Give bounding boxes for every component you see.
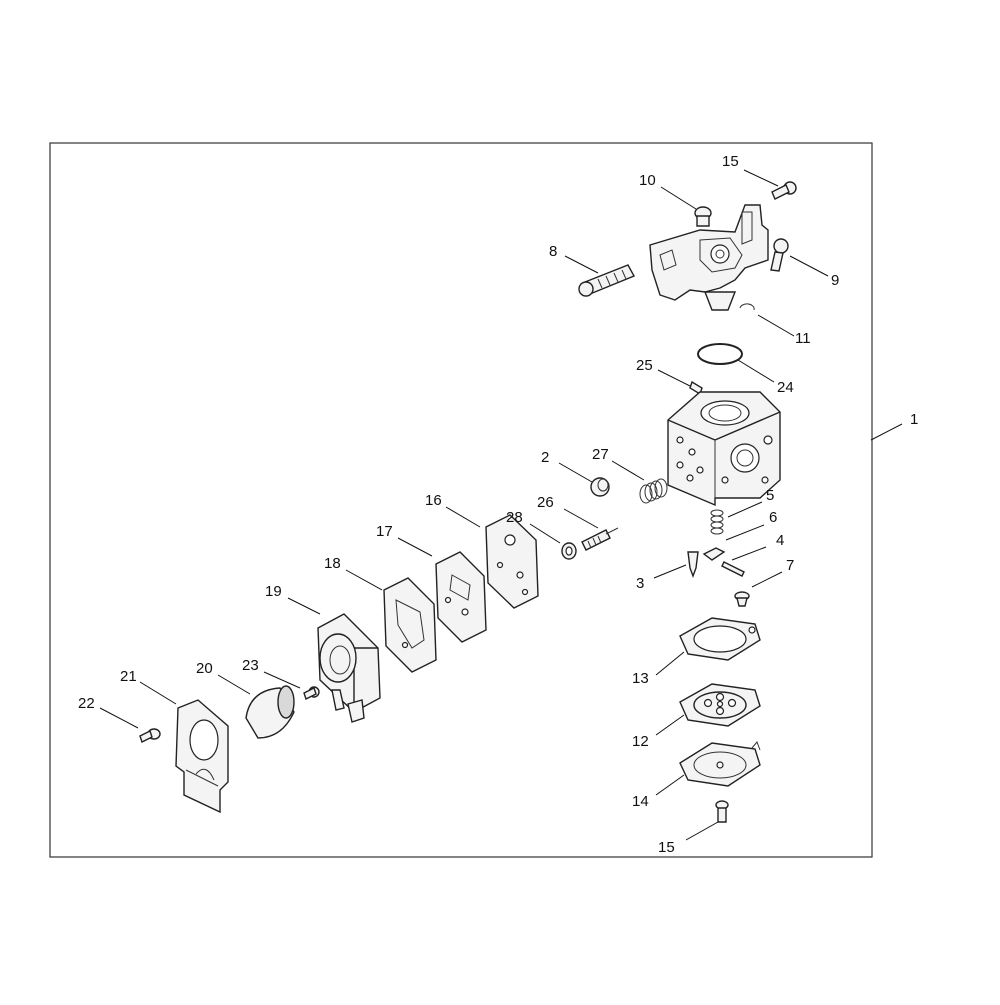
callout-4: 4: [776, 532, 784, 549]
callout-26: 26: [537, 494, 554, 511]
part-diaphragm-12: [679, 683, 761, 727]
part-needle-26: [581, 527, 619, 551]
callout-11: 11: [795, 330, 811, 347]
assembly-frame: [49, 142, 873, 858]
part-top-cover: [649, 204, 769, 311]
part-ring-28: [561, 542, 577, 560]
part-screw-22: [139, 728, 161, 743]
part-screw-15-bottom: [715, 800, 729, 823]
part-screw-23: [303, 686, 320, 700]
callout-13: 13: [632, 670, 649, 687]
callout-15-top: 15: [722, 153, 739, 170]
callout-16: 16: [425, 492, 442, 509]
part-pin-4: [721, 561, 745, 577]
callout-labels: 1 2 3 4 5 6 7 8 9 10 11 12 13 14 15 15 1…: [78, 153, 918, 856]
leader-lines: [99, 169, 903, 841]
part-screw-7: [734, 591, 750, 607]
part-spring-27: [639, 478, 668, 504]
part-gasket-13: [679, 617, 761, 661]
callout-8: 8: [549, 243, 557, 260]
part-clip-11: [739, 303, 755, 311]
callout-6: 6: [769, 509, 777, 526]
callout-27: 27: [592, 446, 609, 463]
callout-12: 12: [632, 733, 649, 750]
part-plate-17: [435, 551, 487, 643]
part-screw-15-top: [771, 181, 797, 200]
part-cap-10: [694, 206, 712, 227]
callout-25: 25: [636, 357, 653, 374]
part-gasket-18: [383, 577, 437, 673]
part-primer-bulb-20: [245, 685, 295, 739]
callout-19: 19: [265, 583, 282, 600]
callout-7: 7: [786, 557, 794, 574]
part-screw-9: [770, 238, 789, 272]
part-needle-3: [687, 551, 699, 578]
part-plug-2: [590, 477, 610, 497]
callout-1: 1: [910, 411, 918, 428]
callout-9: 9: [831, 272, 839, 289]
callout-22: 22: [78, 695, 95, 712]
callout-23: 23: [242, 657, 259, 674]
part-oring-24: [697, 343, 743, 365]
part-carb-body: [667, 391, 781, 507]
part-pump-body-19: [317, 613, 381, 723]
callout-18: 18: [324, 555, 341, 572]
part-flange-21: [175, 699, 229, 814]
part-cover-14: [679, 741, 761, 787]
callout-17: 17: [376, 523, 393, 540]
callout-21: 21: [120, 668, 137, 685]
part-spring-5: [710, 509, 724, 535]
callout-2: 2: [541, 449, 549, 466]
callout-24: 24: [777, 379, 794, 396]
part-screw-8: [578, 264, 635, 297]
callout-3: 3: [636, 575, 644, 592]
callout-5: 5: [766, 487, 774, 504]
callout-28: 28: [506, 509, 523, 526]
callout-10: 10: [639, 172, 656, 189]
callout-14: 14: [632, 793, 649, 810]
part-gasket-16: [485, 514, 539, 609]
part-lever-6: [702, 547, 726, 561]
callout-15-bottom: 15: [658, 839, 675, 856]
callout-20: 20: [196, 660, 213, 677]
